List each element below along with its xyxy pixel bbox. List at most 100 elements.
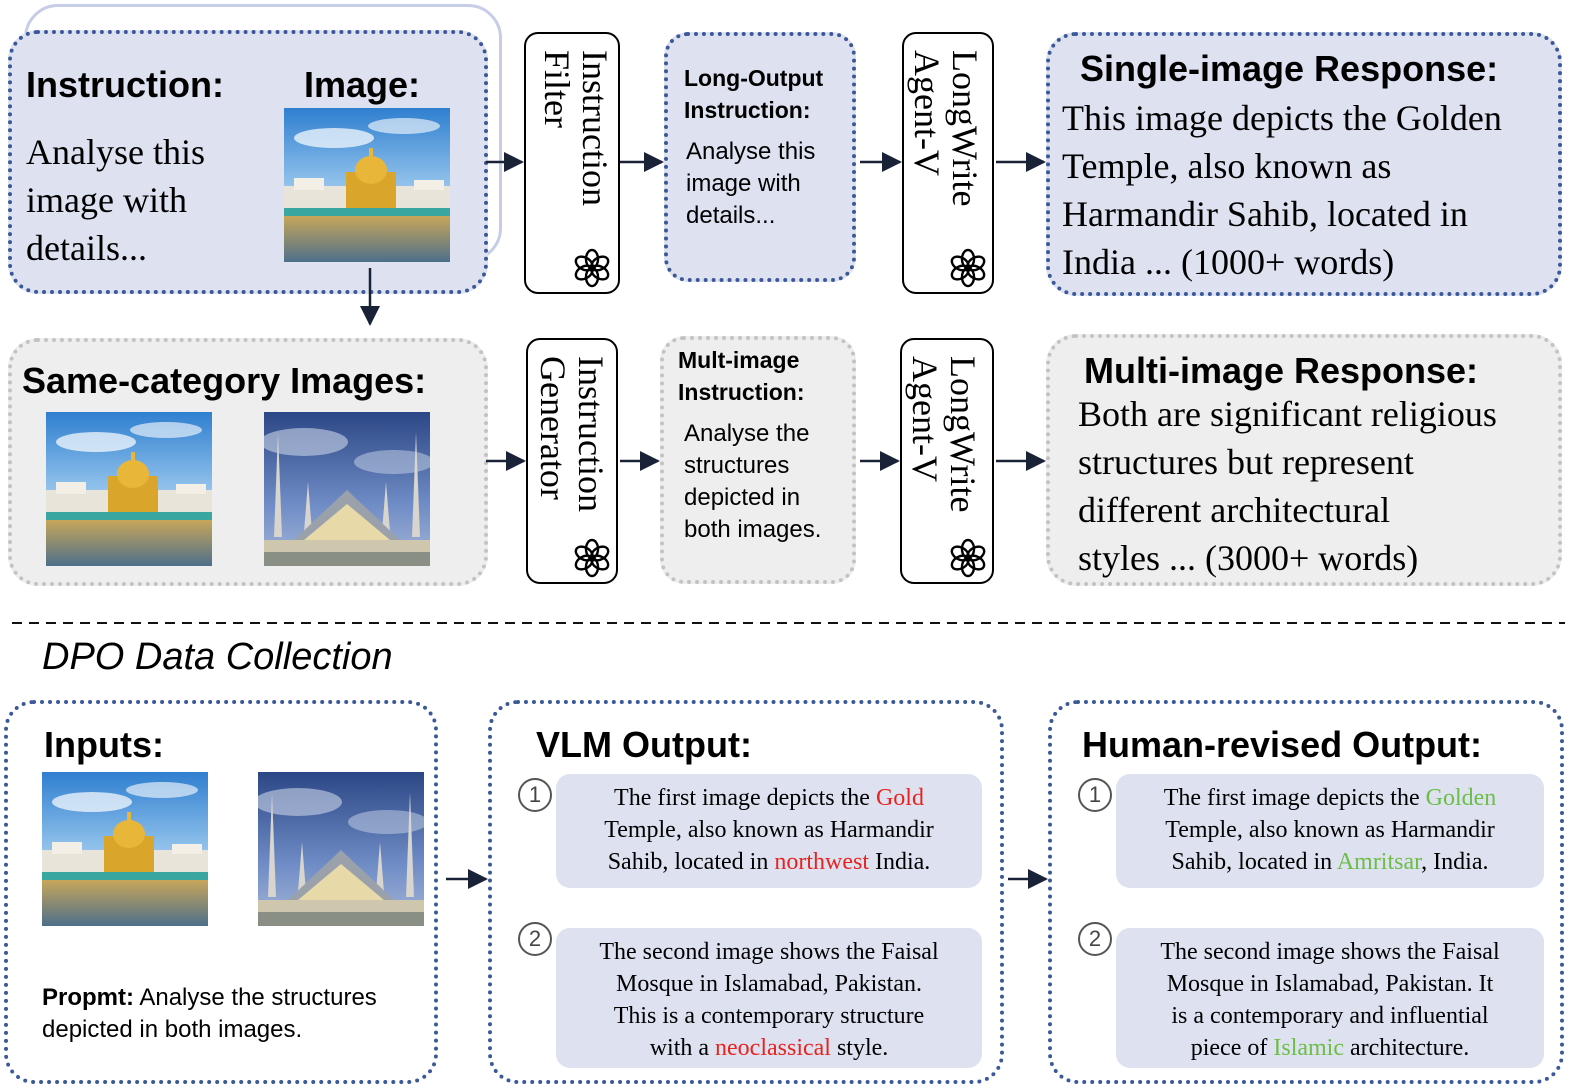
bubble-text: The second image shows the Faisal: [599, 939, 939, 965]
instruction-line: details...: [26, 228, 147, 268]
multi-image-response-panel: Multi-image Response: Both are significa…: [1046, 334, 1562, 586]
human-revised-title: Human-revised Output:: [1082, 724, 1483, 765]
bubble-text: piece of: [1190, 1035, 1274, 1061]
generator-label-line: Generator: [533, 356, 573, 500]
dpo-section-title: DPO Data Collection: [42, 636, 393, 678]
same-category-title: Same-category Images:: [22, 360, 427, 401]
single-response-line: Temple, also known as: [1062, 146, 1392, 186]
bubble-text: Mosque in Islamabad, Pakistan. It: [1166, 971, 1494, 997]
multi-instruction-title-line: Instruction:: [678, 379, 805, 405]
instruction-line: image with: [26, 180, 187, 220]
bubble-text: , India.: [1421, 849, 1489, 875]
instruction-filter-box: Instruction Filter: [524, 32, 620, 294]
longwrite-agent-box-2: LongWrite Agent-V: [900, 338, 994, 584]
inputs-title: Inputs:: [44, 724, 164, 765]
filter-label-line: Instruction: [575, 50, 615, 206]
agent-label-line: Agent-V: [905, 356, 945, 482]
step-number-1: 1: [1078, 778, 1112, 812]
agent-label-line: LongWrite: [943, 356, 983, 513]
human-output-bubble-1: The first image depicts the Golden Templ…: [1116, 774, 1544, 888]
bubble-text: India.: [868, 849, 931, 875]
bubble-text: is a contemporary and influential: [1171, 1003, 1489, 1029]
multi-instruction-line: structures: [684, 452, 790, 479]
fixed-word: Islamic: [1273, 1035, 1344, 1061]
inputs-panel: Inputs: Propmt: Analyse the structures d…: [4, 700, 438, 1084]
prompt-line: depicted in both images.: [42, 1016, 303, 1043]
multi-image-instruction-panel: Mult-image Instruction: Analyse the stru…: [660, 336, 856, 584]
multi-instruction-title: Mult-image Instruction:: [678, 344, 805, 408]
vlm-output-title: VLM Output:: [536, 724, 752, 765]
single-response-line: This image depicts the Golden: [1062, 98, 1502, 138]
single-image-response-panel: Single-image Response: This image depict…: [1046, 32, 1562, 296]
error-word: northwest: [774, 849, 869, 875]
multi-instruction-title-line: Mult-image: [678, 347, 800, 373]
multi-response-line: Both are significant religious: [1078, 394, 1497, 434]
instruction-generator-box: Instruction Generator: [526, 338, 618, 584]
multi-response-line: structures but represent: [1078, 442, 1414, 482]
vlm-output-bubble-1: The first image depicts the Gold Temple,…: [556, 774, 982, 888]
bubble-text: Sahib, located in: [607, 849, 775, 875]
image-title: Image:: [304, 64, 421, 105]
golden-temple-photo: [42, 772, 208, 926]
long-output-title-line: Instruction:: [684, 97, 811, 123]
human-output-bubble-2: The second image shows the Faisal Mosque…: [1116, 928, 1544, 1068]
dpo-arrows: [446, 869, 1048, 889]
prompt-text: Propmt: Analyse the structures depicted …: [42, 982, 377, 1046]
single-response-title: Single-image Response:: [1080, 48, 1499, 89]
multi-instruction-line: Analyse the: [684, 420, 810, 447]
bubble-text: Mosque in Islamabad, Pakistan.: [616, 971, 922, 997]
error-word: Gold: [875, 785, 924, 811]
long-output-line: details...: [686, 202, 776, 229]
bubble-text: The first image depicts the: [1163, 785, 1426, 811]
prompt-line: Analyse the structures: [134, 984, 377, 1011]
longwrite-agent-label-1: LongWrite Agent-V: [907, 50, 985, 207]
fixed-word: Golden: [1425, 785, 1497, 811]
multi-instruction-line: depicted in: [684, 484, 801, 511]
single-response-text: This image depicts the Golden Temple, al…: [1062, 94, 1502, 286]
longwrite-agent-label-2: LongWrite Agent-V: [905, 356, 983, 513]
bubble-text: architecture.: [1344, 1035, 1470, 1061]
multi-response-title: Multi-image Response:: [1084, 350, 1479, 391]
agent-label-line: LongWrite: [945, 50, 985, 207]
bubble-text: Sahib, located in: [1171, 849, 1337, 875]
bubble-text: The second image shows the Faisal: [1160, 939, 1500, 965]
long-output-title: Long-Output Instruction:: [684, 62, 823, 126]
bubble-text: with a: [649, 1035, 716, 1061]
bubble-text: Temple, also known as Harmandir: [604, 817, 934, 843]
bubble-text: The first image depicts the: [614, 785, 876, 811]
instruction-image-panel: Instruction: Analyse this image with det…: [8, 30, 488, 294]
generator-label-line: Instruction: [571, 356, 611, 512]
bubble-text: Temple, also known as Harmandir: [1165, 817, 1495, 843]
vlm-output-bubble-2: The second image shows the Faisal Mosque…: [556, 928, 982, 1068]
step-number-2: 2: [1078, 922, 1112, 956]
multi-instruction-line: both images.: [684, 516, 822, 543]
vlm-output-panel: VLM Output: 1 The first image depicts th…: [488, 700, 1004, 1084]
multi-instruction-text: Analyse the structures depicted in both …: [684, 418, 821, 546]
long-output-line: image with: [686, 170, 801, 197]
long-output-text: Analyse this image with details...: [686, 136, 815, 232]
bubble-text: style.: [830, 1035, 889, 1061]
prompt-label: Propmt:: [42, 984, 134, 1011]
long-output-line: Analyse this: [686, 138, 816, 165]
fixed-word: Amritsar: [1336, 849, 1422, 875]
human-revised-output-panel: Human-revised Output: 1 The first image …: [1048, 700, 1564, 1084]
agent-label-line: Agent-V: [907, 50, 947, 176]
instruction-generator-label: Instruction Generator: [533, 356, 611, 512]
single-response-line: Harmandir Sahib, located in: [1062, 194, 1468, 234]
faisal-mosque-photo: [258, 772, 424, 926]
step-number-1: 1: [518, 778, 552, 812]
single-response-line: India ... (1000+ words): [1062, 242, 1395, 282]
multi-response-text: Both are significant religious structure…: [1078, 390, 1497, 582]
instruction-line: Analyse this: [26, 132, 205, 172]
long-output-instruction-panel: Long-Output Instruction: Analyse this im…: [664, 32, 856, 282]
multi-response-line: different architectural: [1078, 490, 1391, 530]
instruction-title: Instruction:: [26, 64, 224, 105]
error-word: neoclassical: [715, 1035, 831, 1061]
longwrite-agent-box-1: LongWrite Agent-V: [902, 32, 994, 294]
instruction-filter-label: Instruction Filter: [537, 50, 615, 206]
bubble-text: This is a contemporary structure: [613, 1003, 925, 1029]
filter-label-line: Filter: [537, 50, 577, 128]
multi-response-line: styles ... (3000+ words): [1078, 538, 1419, 578]
instruction-text: Analyse this image with details...: [26, 128, 205, 272]
flow-arrows: [12, 152, 1565, 624]
